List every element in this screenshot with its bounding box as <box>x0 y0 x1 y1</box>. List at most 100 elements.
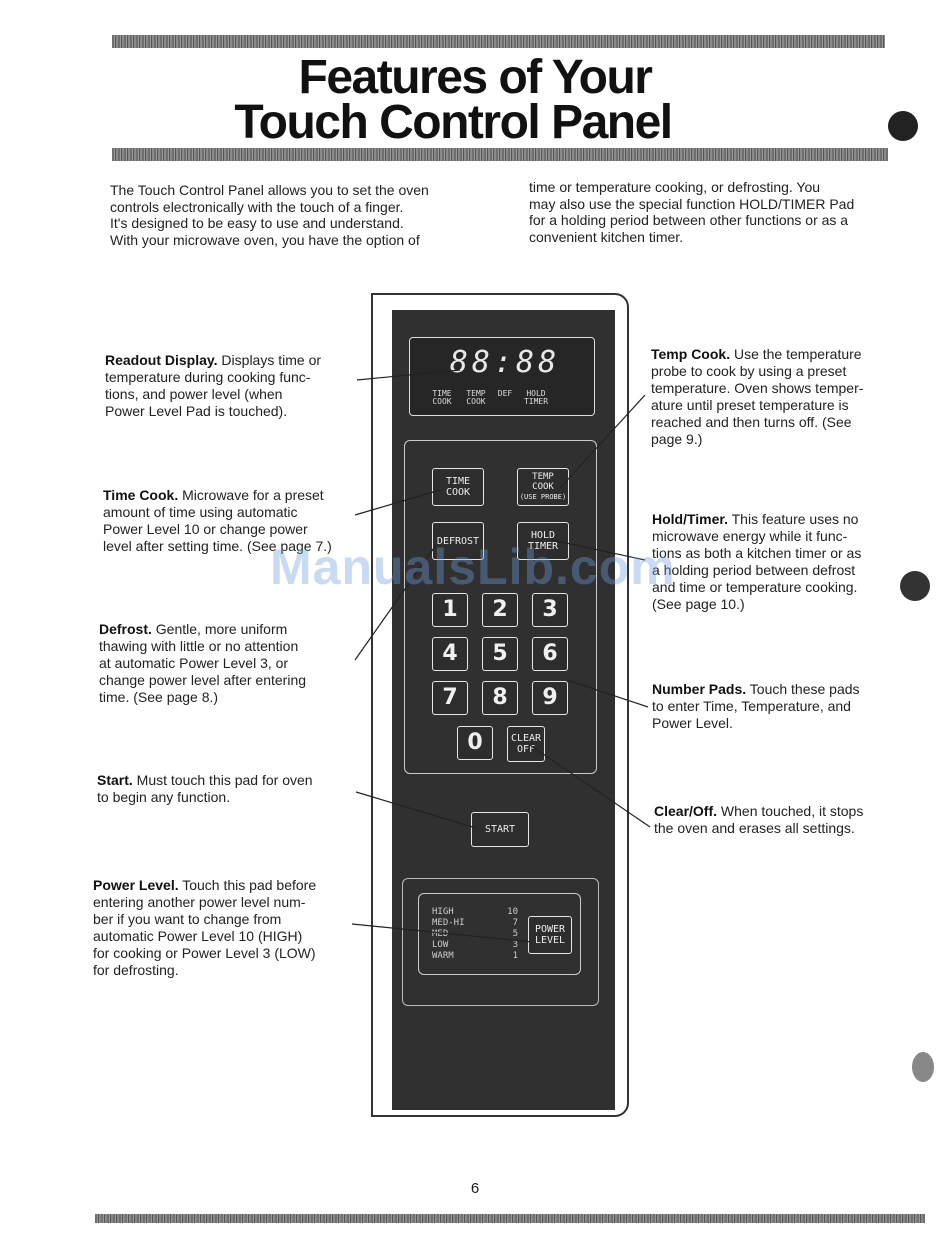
power-level-value: 5 <box>512 929 518 939</box>
annotation-start: Start. Must touch this pad for oven to b… <box>97 772 352 806</box>
power-level-row: HIGH 10 <box>432 907 518 918</box>
power-level-name: MED-HI <box>432 918 465 928</box>
annotation-line: to enter Time, Temperature, and <box>652 698 851 714</box>
annotation-clear-off: Clear/Off. When touched, it stops the ov… <box>654 803 914 837</box>
power-level-row: MED 5 <box>432 929 518 940</box>
annotation-line: Power Level. <box>652 715 733 731</box>
pad-label: LEVEL <box>534 935 566 946</box>
annotation-line: Power Level 10 or change power <box>103 521 308 537</box>
leader-line-readout <box>356 369 461 381</box>
clear-off-button[interactable]: CLEAR OFF <box>507 726 545 762</box>
annotation-line: Microwave for a preset <box>178 487 324 503</box>
intro-left-line: controls electronically with the touch o… <box>110 198 404 215</box>
start-button[interactable]: START <box>471 812 529 847</box>
header-band-bottom <box>112 148 888 161</box>
power-panel-frame <box>402 878 599 1006</box>
annotation-line: Use the temperature <box>730 346 862 362</box>
leader-line-start <box>355 791 477 829</box>
intro-right: time or temperature cooking, or defrosti… <box>529 179 899 245</box>
annotation-line: Displays time or <box>217 352 322 368</box>
pad-label: TEMP <box>532 472 554 482</box>
display-label-hold-timer: HOLD TIMER <box>523 389 549 406</box>
display-label-temp-cook: TEMP COOK <box>466 389 486 406</box>
annotation-title: Time Cook. <box>103 487 179 503</box>
number-pad-6[interactable]: 6 <box>532 637 568 671</box>
annotation-line: This feature uses no <box>727 511 859 527</box>
intro-right-line: for a holding period between other funct… <box>529 212 849 228</box>
number-pad-5[interactable]: 5 <box>482 637 518 671</box>
pad-label: TIMER <box>527 541 559 552</box>
annotation-line: Touch these pads <box>746 681 860 697</box>
annotation-defrost: Defrost. Gentle, more uniform thawing wi… <box>99 621 351 706</box>
number-pad-7[interactable]: 7 <box>432 681 468 715</box>
annotation-line: microwave energy while it func- <box>652 528 848 544</box>
annotation-line: ature until preset temperature is <box>651 397 849 413</box>
annotation-line: entering another power level num- <box>93 894 306 910</box>
annotation-line: temperature. Oven shows temper- <box>651 380 864 396</box>
power-level-row: MED-HI 7 <box>432 918 518 929</box>
keypad-frame <box>404 440 597 774</box>
annotation-line: a holding period between defrost <box>652 562 856 578</box>
number-pad-8[interactable]: 8 <box>482 681 518 715</box>
hold-timer-button[interactable]: HOLD TIMER <box>517 522 569 560</box>
readout-display <box>409 337 595 416</box>
annotation-title: Start. <box>97 772 133 788</box>
defrost-button[interactable]: DEFROST <box>432 522 484 560</box>
number-pad-3[interactable]: 3 <box>532 593 568 627</box>
section-bullet-icon <box>888 111 918 141</box>
intro-right-line: convenient kitchen timer. <box>529 228 684 245</box>
intro-right-line: may also use the special function HOLD/T… <box>529 195 855 212</box>
power-level-name: WARM <box>432 951 454 961</box>
annotation-line: ber if you want to change from <box>93 911 282 927</box>
annotation-line: change power level after entering <box>99 672 307 688</box>
number-pad-0[interactable]: 0 <box>457 726 493 760</box>
power-level-value: 10 <box>507 907 518 917</box>
annotation-line: tions as both a kitchen timer or as <box>652 545 862 561</box>
annotation-hold-timer: Hold/Timer. This feature uses no microwa… <box>652 511 904 613</box>
leader-line-hold-timer <box>551 539 646 561</box>
annotation-time-cook: Time Cook. Microwave for a preset amount… <box>103 487 353 555</box>
time-cook-button[interactable]: TIME COOK <box>432 468 484 506</box>
annotation-line: (See page 10.) <box>652 596 745 612</box>
leader-line-temp-cook <box>559 394 646 489</box>
annotation-line: automatic Power Level 10 (HIGH) <box>93 928 303 944</box>
annotation-line: Gentle, more uniform <box>151 621 288 637</box>
pad-label: CLEAR <box>510 733 542 744</box>
power-level-name: MED <box>432 929 449 939</box>
pad-label: COOK <box>445 487 471 498</box>
page-title-line2: Touch Control Panel <box>234 96 673 149</box>
annotation-title: Hold/Timer. <box>652 511 728 527</box>
number-pad-2[interactable]: 2 <box>482 593 518 627</box>
number-pad-4[interactable]: 4 <box>432 637 468 671</box>
pad-label: DEFROST <box>436 535 480 547</box>
margin-bullet-icon <box>912 1052 934 1082</box>
power-level-button[interactable]: POWER LEVEL <box>528 916 572 954</box>
power-level-name: LOW <box>432 940 449 950</box>
pad-label: POWER <box>534 924 566 935</box>
intro-left-line: The Touch Control Panel allows you to se… <box>110 182 429 198</box>
footer-band <box>95 1214 925 1223</box>
power-level-value: 1 <box>512 951 518 961</box>
display-digits: 88:88 <box>449 345 561 380</box>
leader-line-number-pads <box>566 679 649 708</box>
pad-label: TIME <box>445 476 471 487</box>
number-pad-1[interactable]: 1 <box>432 593 468 627</box>
intro-left-line: With your microwave oven, you have the o… <box>110 231 420 248</box>
pad-label: OFF <box>516 744 536 755</box>
power-level-name: HIGH <box>432 907 454 917</box>
annotation-line: page 9.) <box>651 431 703 447</box>
power-level-value: 7 <box>512 918 518 928</box>
power-level-row: WARM 1 <box>432 951 518 962</box>
annotation-line: time. (See page 8.) <box>99 689 219 705</box>
header-band-top <box>112 35 885 48</box>
page-title-line1: Features of Your <box>298 51 653 104</box>
leader-line-clear-off <box>529 744 651 828</box>
number-pad-9[interactable]: 9 <box>532 681 568 715</box>
annotation-line: thawing with little or no attention <box>99 638 299 654</box>
annotation-line: the oven and erases all settings. <box>654 820 855 836</box>
intro-left-line: It's designed to be easy to use and unde… <box>110 215 404 231</box>
annotation-temp-cook: Temp Cook. Use the temperature probe to … <box>651 346 901 448</box>
watermark: ManualsLib.com <box>270 539 676 595</box>
